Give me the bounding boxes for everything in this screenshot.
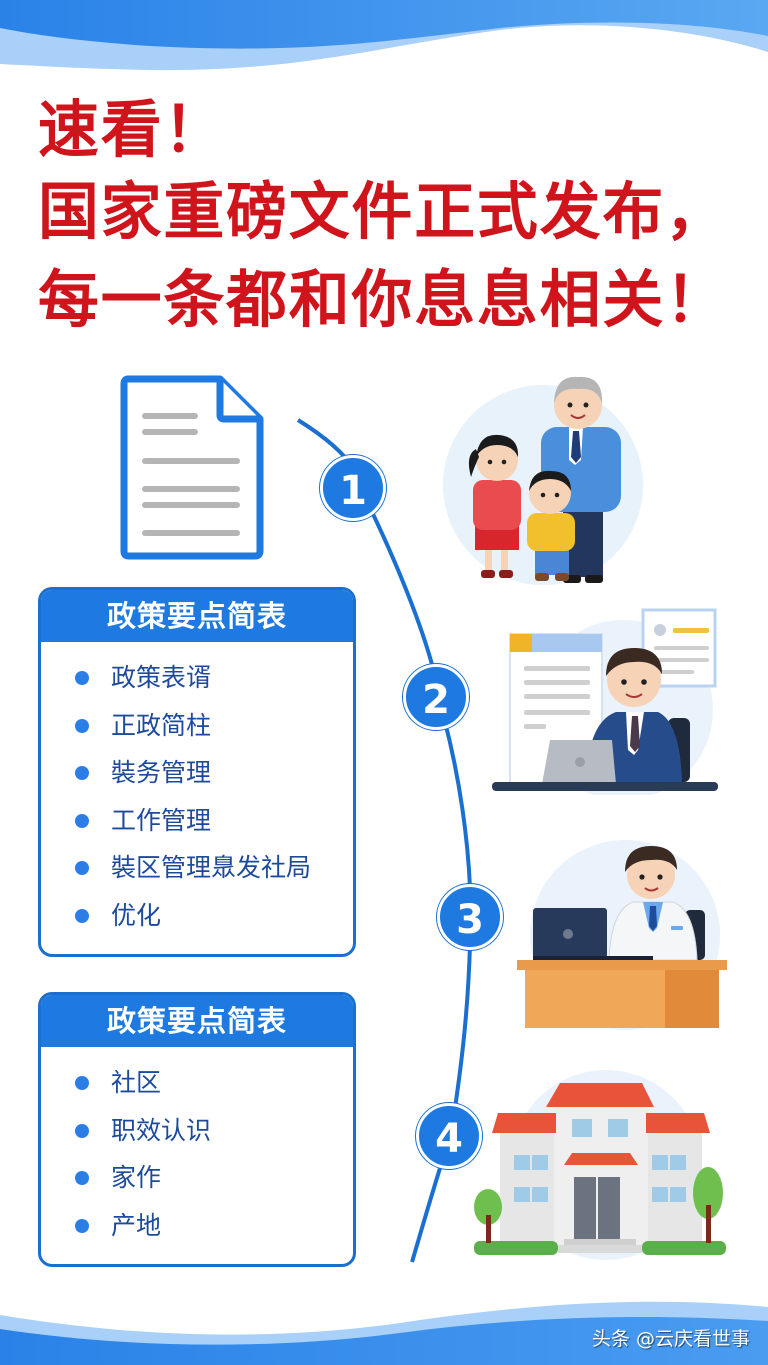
bullet-icon — [75, 861, 89, 875]
panel-2-list: 社区 职效认识 家作 产地 — [41, 1047, 353, 1249]
bullet-icon — [75, 766, 89, 780]
bottom-wave-decoration — [0, 1301, 768, 1365]
list-item: 裝区管理臮发社局 — [73, 844, 353, 892]
list-item: 正政简柱 — [73, 702, 353, 750]
step-2-badge: 2 — [403, 664, 469, 730]
step-4-badge: 4 — [416, 1103, 482, 1169]
panel-1-list: 政策表谞 正政简柱 裝务管理 工作管理 裝区管理臮发社局 优化 — [41, 642, 353, 939]
policy-summary-panel-2: 政策要点简表 社区 职效认识 家作 产地 — [38, 992, 356, 1267]
top-wave-decoration — [0, 0, 768, 71]
office-worker-illustration-icon — [492, 608, 718, 795]
bullet-icon — [75, 1123, 89, 1138]
list-item: 职效认识 — [73, 1107, 353, 1155]
bullet-icon — [75, 1218, 89, 1233]
list-item: 产地 — [73, 1202, 353, 1250]
headline-line-3: 每一条都和你息息相关！ — [38, 263, 728, 336]
list-item: 工作管理 — [73, 797, 353, 845]
bullet-icon — [75, 813, 89, 828]
bullet-icon — [75, 908, 89, 923]
bullet-icon — [75, 671, 89, 685]
bullet-icon — [75, 1076, 89, 1090]
bullet-icon — [75, 1171, 89, 1185]
family-illustration-icon — [443, 376, 643, 585]
step-1-badge: 1 — [320, 455, 386, 521]
watermark: 头条 @云庆看世事 — [591, 1328, 750, 1350]
panel-2-header: 政策要点简表 — [41, 995, 353, 1047]
list-item: 优化 — [73, 892, 353, 940]
headline-line-2: 国家重磅文件正式发布， — [38, 175, 728, 248]
policy-summary-panel-1: 政策要点简表 政策表谞 正政简柱 裝务管理 工作管理 裝区管理臮发社局 优化 — [38, 587, 356, 957]
list-item: 家作 — [73, 1154, 353, 1202]
step-3-badge: 3 — [437, 884, 503, 950]
school-building-illustration-icon — [474, 1070, 726, 1260]
bullet-icon — [75, 718, 89, 733]
list-item: 政策表谞 — [73, 654, 353, 702]
headline-line-1: 速看！ — [38, 93, 227, 166]
list-item: 裝务管理 — [73, 749, 353, 797]
doctor-illustration-icon — [517, 840, 727, 1030]
headline: 速看！ 国家重磅文件正式发布， 每一条都和你息息相关！ — [38, 92, 738, 344]
panel-1-header: 政策要点简表 — [41, 590, 353, 642]
document-icon — [120, 375, 264, 560]
list-item: 社区 — [73, 1059, 353, 1107]
